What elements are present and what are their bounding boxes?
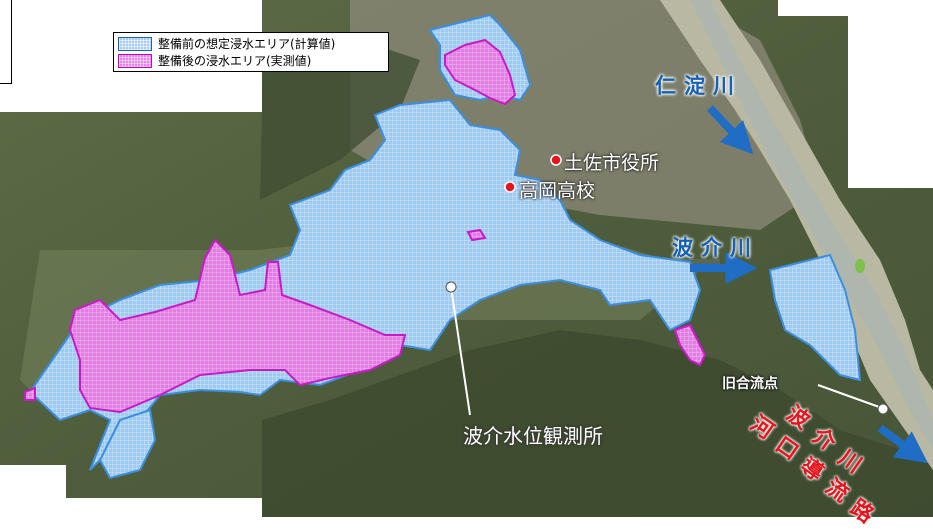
post-flood-label: 整備後の浸水エリア(実測値) (158, 54, 312, 68)
post-flood-east (673, 323, 707, 367)
city-office-label: 土佐市役所 (564, 152, 660, 174)
pre-flood-main (28, 98, 702, 471)
pre-flood-label: 整備前の想定浸水エリア(計算値) (158, 37, 336, 51)
post-flood-main (68, 238, 407, 414)
mountains-south (262, 330, 933, 517)
pre-flood-east (768, 253, 862, 382)
hage-river-label: 波介川 (672, 236, 759, 260)
niyodo-water (690, 0, 933, 450)
station-label: 波介水位観測所 (463, 424, 603, 448)
post-flood-areas (24, 38, 707, 414)
post-flood-swatch (118, 53, 152, 68)
old-confluence-label: 旧合流点 (722, 376, 778, 392)
legend: 整備前の想定浸水エリア(計算値) 整備後の浸水エリア(実測値) (113, 32, 389, 72)
mountains-north (260, 40, 420, 200)
niyodo-flow-arrow (707, 105, 754, 155)
pre-flood-south (98, 408, 157, 480)
station-marker (445, 281, 457, 293)
legend-row-pre: 整備前の想定浸水エリア(計算値) (118, 35, 384, 52)
aerial-map (0, 0, 933, 517)
school-label: 高岡高校 (519, 180, 596, 202)
post-flood-small (466, 228, 487, 242)
confluence-marker (877, 403, 889, 415)
post-flood-north (444, 38, 517, 106)
left-frame-box (0, 0, 12, 84)
legend-row-post: 整備後の浸水エリア(実測値) (118, 52, 384, 69)
channel-flow-arrow (877, 424, 929, 464)
pre-flood-swatch (118, 36, 152, 51)
niyodo-river-label: 仁淀川 (655, 74, 742, 98)
confluence-leader-line (817, 384, 883, 409)
station-leader-line (450, 286, 471, 416)
city-office-marker (550, 154, 562, 166)
school-marker (504, 181, 516, 193)
leaf-marker (855, 259, 865, 273)
post-flood-west (24, 386, 36, 401)
niyodo-river-bed (660, 0, 933, 470)
